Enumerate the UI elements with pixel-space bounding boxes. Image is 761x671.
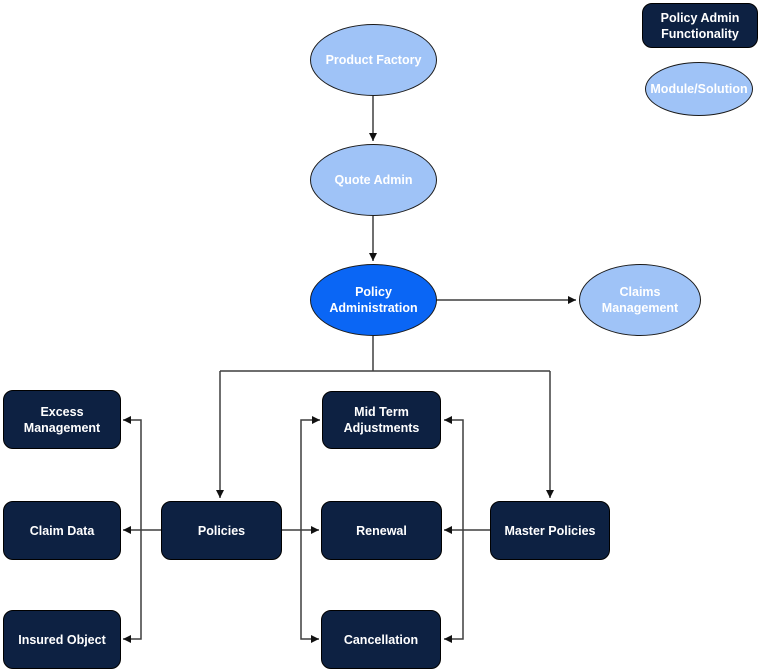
node-mid-term-adjustments: Mid Term Adjustments: [322, 391, 441, 449]
node-insured-object: Insured Object: [3, 610, 121, 669]
node-policies: Policies: [161, 501, 282, 560]
legend-policy-admin-functionality: Policy Admin Functionality: [642, 3, 758, 48]
node-cancellation: Cancellation: [321, 610, 441, 669]
edge-masterpolicies-midterm: [444, 416, 464, 530]
node-claims-management: Claims Management: [579, 264, 701, 336]
node-policy-administration: Policy Administration: [310, 264, 437, 336]
node-master-policies: Master Policies: [490, 501, 610, 560]
node-product-factory: Product Factory: [310, 24, 437, 96]
node-claim-data: Claim Data: [3, 501, 121, 560]
edge-policies-cancellation: [300, 530, 319, 643]
edge-policies-midterm: [300, 416, 320, 530]
node-renewal: Renewal: [321, 501, 442, 560]
edge-policies-excess: [123, 416, 142, 530]
legend-module-solution: Module/Solution: [645, 62, 753, 116]
node-excess-management: Excess Management: [3, 390, 121, 449]
edge-policies-insured: [123, 530, 142, 643]
node-quote-admin: Quote Admin: [310, 144, 437, 216]
edge-masterpolicies-cancellation: [444, 530, 464, 643]
